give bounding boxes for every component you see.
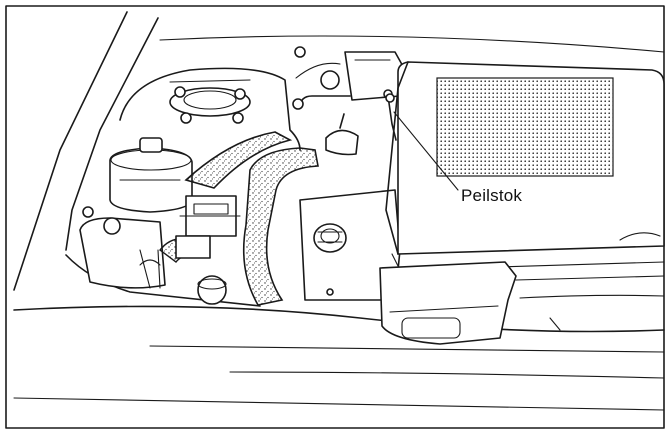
intake-duct (379, 261, 665, 345)
air-filter-panel (436, 77, 614, 177)
strut-tower (119, 67, 301, 151)
engine-components (175, 46, 351, 305)
cowl-line (159, 35, 665, 53)
radiator-hose (159, 131, 319, 306)
callout-leader-line (393, 111, 459, 191)
fender-inner-edge (65, 17, 159, 251)
air-cleaner-housing (385, 61, 665, 271)
dipstick (385, 93, 397, 141)
top-bracket (344, 51, 406, 101)
washer-bottle (79, 206, 166, 289)
hood-edge-left (13, 11, 128, 291)
callout-label-dipstick: Peilstok (461, 186, 523, 205)
fluid-reservoir (109, 137, 193, 213)
